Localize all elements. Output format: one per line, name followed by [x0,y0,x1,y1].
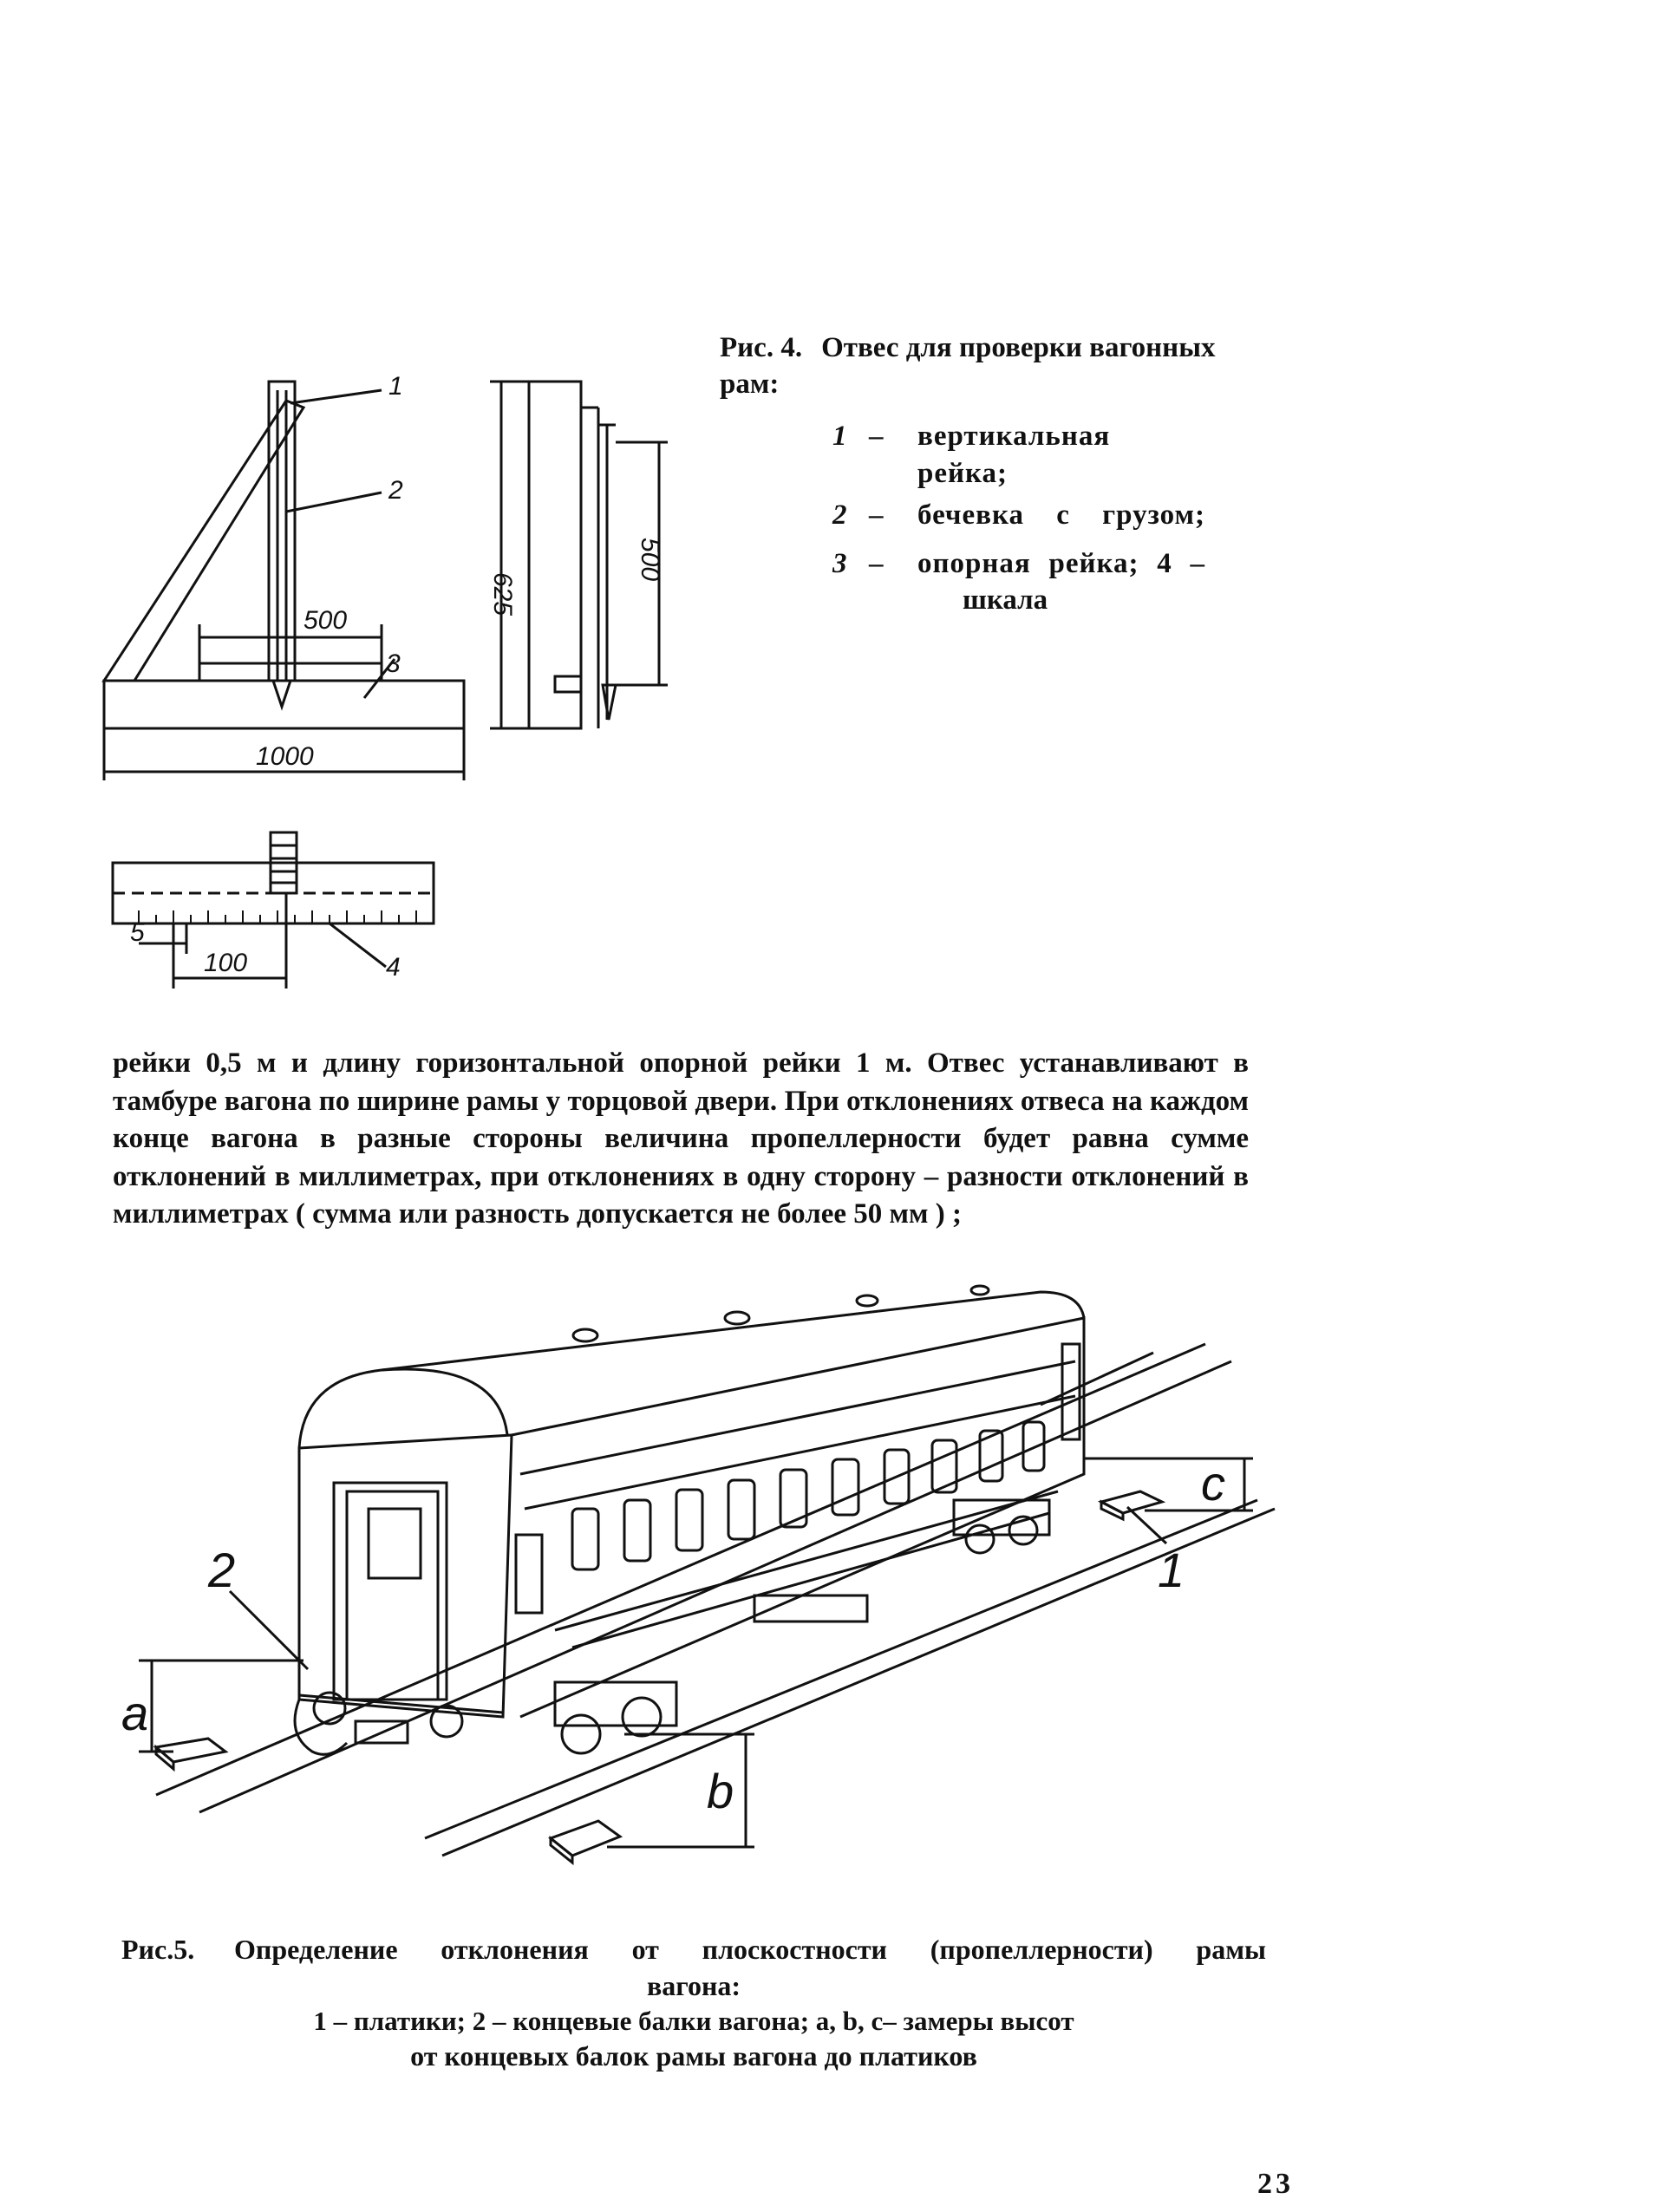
bogie-rear [954,1500,1049,1553]
body-paragraph: рейки 0,5 м и длину горизонтальной опорн… [113,1045,1249,1234]
page-number: 23 [1257,2168,1294,2200]
figure5-legend-line1: 1 – платики; 2 – концевые балки вагона; … [313,2006,1074,2037]
car-roof [299,1292,1084,1465]
fig5-label-b: b [707,1764,734,1818]
label-5: 5 [130,918,145,947]
figure5-drawing: 2 1 a b c [121,1231,1658,1925]
figure4-title: Рис. 4.Отвес для проверки вагонных рам: [720,330,1240,402]
buffer-right [431,1706,462,1737]
end-door [334,1483,447,1700]
figure4-number: Рис. 4. [720,332,803,363]
figure5-title-line2: вагона: [646,1969,741,2001]
label-4: 4 [386,953,401,982]
figure5-title-line1: Определение отклонения от плоскостности … [234,1934,1266,1965]
dim-500-right: 500 [636,538,664,581]
legend-item-1: 1–вертикальная рейка; [832,421,1111,489]
figure5-caption: Рис.5. Определение отклонения от плоскос… [121,1932,1266,2075]
fig5-label-c: c [1201,1456,1225,1511]
side-view-rail [529,382,581,728]
legend-item-3: 3–опорная рейка; 4 – [832,548,1205,580]
label-1: 1 [388,372,403,401]
figure5-number: Рис.5. [121,1934,195,1965]
body-text: рейки 0,5 м и длину горизонтальной опорн… [113,1047,1249,1230]
bogie-front [555,1682,676,1753]
label-2: 2 [388,476,403,505]
plumb-bob [273,681,290,707]
vertical-rail-top [271,832,297,893]
buffer-left [314,1693,345,1724]
dim-500-left: 500 [304,606,347,635]
legend-tail: шкала [963,584,1048,617]
rail-far [425,1500,1257,1838]
fig5-label-a: a [121,1686,148,1740]
pad-a [156,1739,225,1769]
dim-1000: 1000 [256,742,314,771]
figure5-legend-line2: от концевых балок рамы вагона до платико… [410,2040,977,2072]
support-rail-3 [104,681,464,728]
label-3: 3 [386,649,401,678]
side-windows [572,1344,1080,1569]
dim-625: 625 [488,572,517,616]
figure4-title-text: Отвес для проверки вагонных рам: [720,332,1216,401]
pad-b [551,1821,620,1863]
dim-100: 100 [204,949,247,977]
figure4-drawing: 1 2 3 4 5 500 1000 100 625 500 [0,372,1658,1041]
pad-c [1101,1491,1162,1519]
car-end-wall [299,1435,512,1717]
rail-near [156,1344,1205,1795]
figure4-caption: Рис. 4.Отвес для проверки вагонных рам: … [720,330,1240,619]
fig5-label-2: 2 [207,1543,235,1597]
diagonal-brace [104,401,304,681]
end-beam-2 [299,1695,503,1713]
fig5-label-1: 1 [1158,1543,1185,1597]
legend-item-2: 2–бечевка с грузом; [832,499,1205,531]
